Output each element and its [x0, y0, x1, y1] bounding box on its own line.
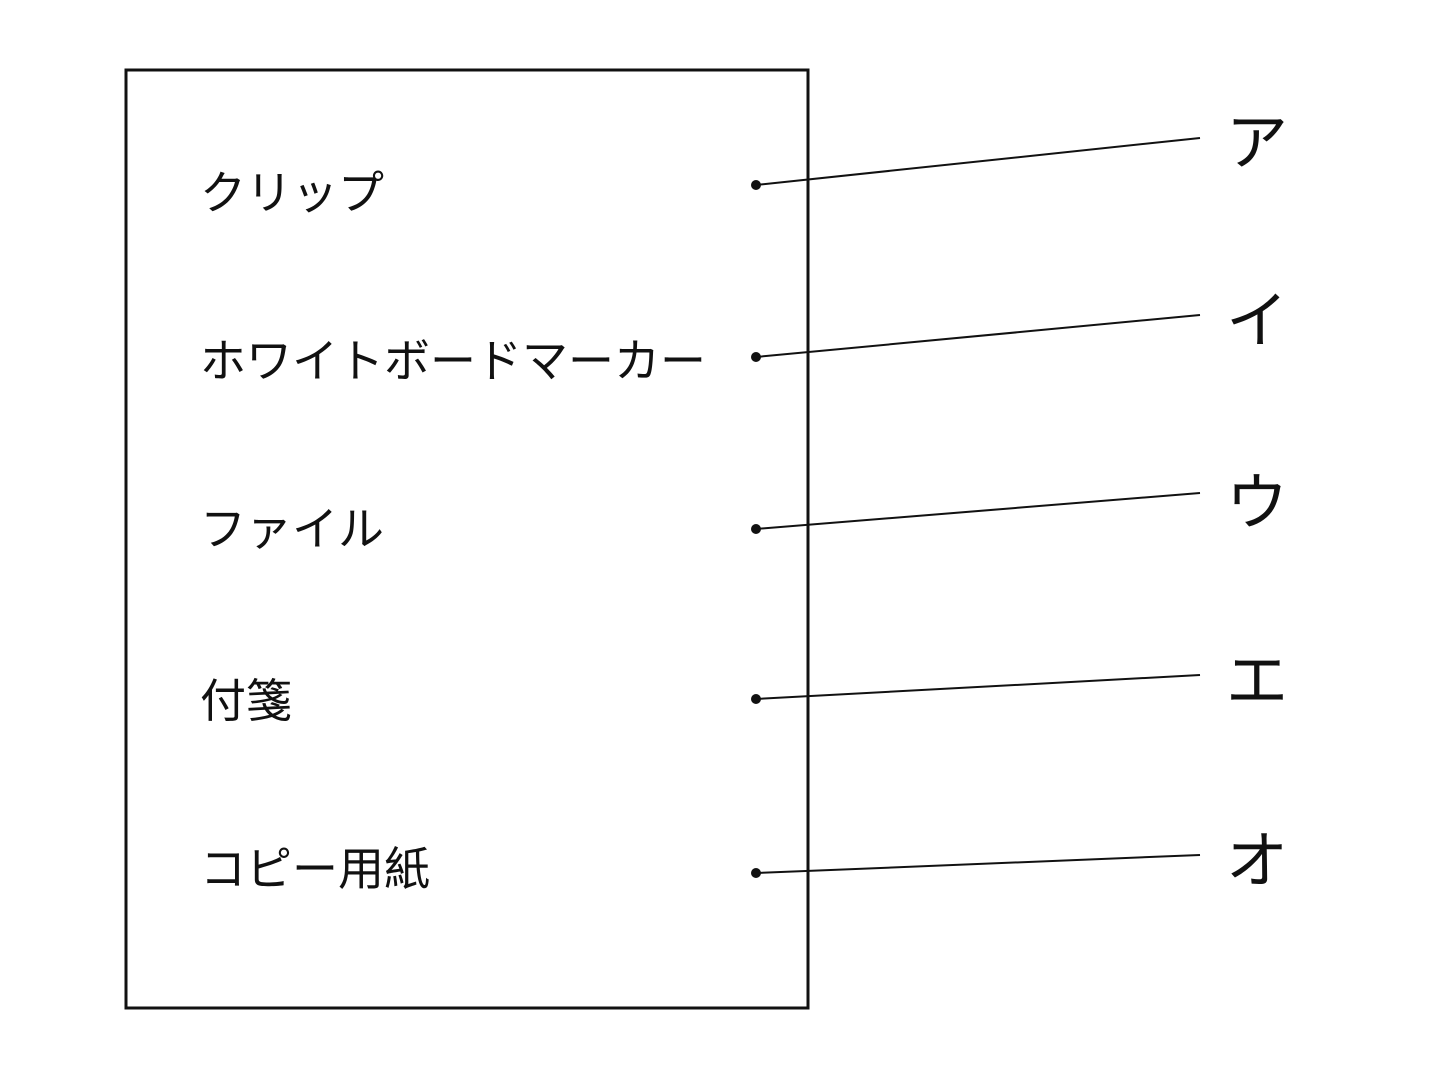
item-label-4: 付箋 — [200, 674, 292, 728]
choice-label-u: ウ — [1226, 466, 1289, 539]
connector-dot-4 — [751, 694, 761, 704]
choice-label-o: オ — [1226, 824, 1289, 897]
item-label-5: コピー用紙 — [200, 842, 430, 896]
choice-label-a: ア — [1226, 106, 1289, 179]
item-label-1: クリップ — [200, 166, 384, 220]
connector-line-4 — [755, 674, 1201, 700]
connector-dot-3 — [751, 524, 761, 534]
connector-line-3 — [755, 492, 1201, 530]
connector-line-2 — [755, 314, 1201, 358]
connector-dot-1 — [751, 180, 761, 190]
item-list-box — [124, 68, 810, 1010]
connector-dot-2 — [751, 352, 761, 362]
connector-line-1 — [755, 137, 1201, 186]
connector-dot-5 — [751, 868, 761, 878]
item-label-3: ファイル — [200, 502, 384, 556]
connector-group — [751, 137, 1201, 878]
choice-label-e: エ — [1226, 644, 1289, 717]
connector-line-5 — [755, 854, 1201, 874]
item-label-2: ホワイトボードマーカー — [200, 334, 706, 388]
choice-label-i: イ — [1226, 284, 1289, 357]
